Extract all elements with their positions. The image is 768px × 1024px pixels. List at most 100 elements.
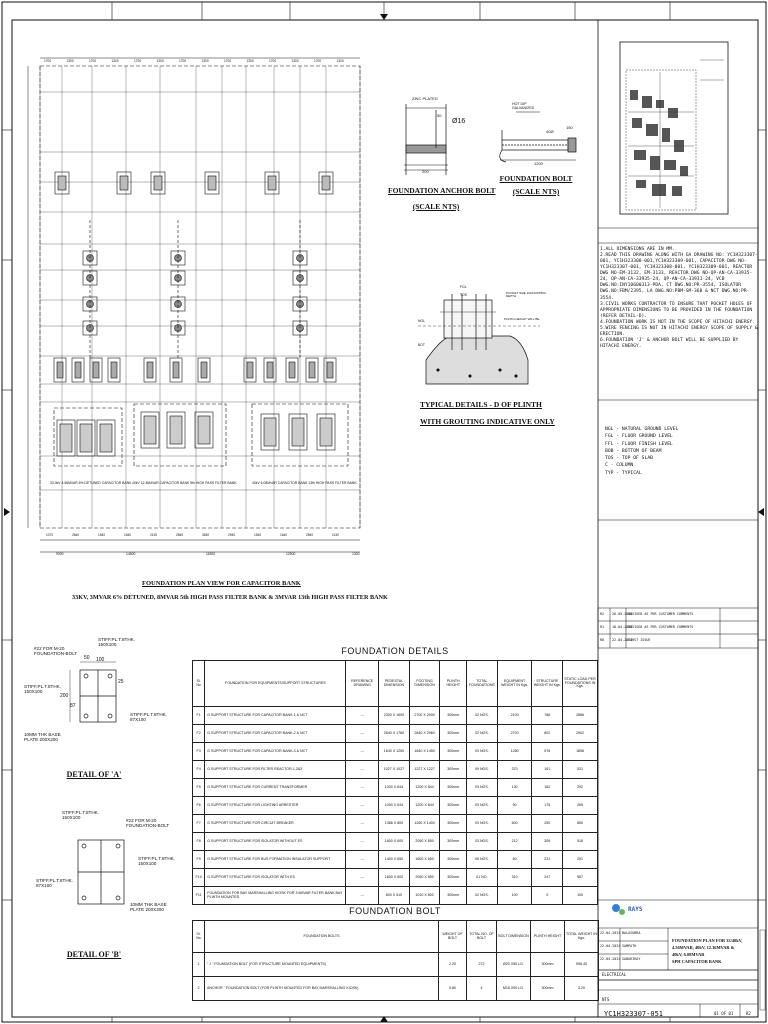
plan-foundation — [116, 171, 132, 195]
typical-plinth-detail — [418, 294, 540, 385]
foundation-bolt-table-title: FOUNDATION BOLT — [349, 906, 441, 916]
plan-foundation — [54, 171, 70, 195]
fd-cell: 03 NOS. — [466, 778, 498, 797]
plan-dim-bottom-small: 2130 — [150, 533, 158, 537]
detail-a-l4: STIFF.PL.T.8THK. 87X100 — [130, 712, 168, 723]
plan-foundation-pedestal — [56, 361, 64, 379]
fd-cell: 2300 X 1600 — [378, 706, 410, 725]
fd-cell: 802 — [531, 724, 564, 743]
plan-title-2: 33KV, 3MVAR 6% DETUNED, 8MVAR 5th HIGH P… — [72, 594, 388, 601]
detail-a-d4: 87 — [70, 703, 76, 709]
plan-capacitor-foundation — [316, 413, 336, 451]
fd-cell: 175 — [531, 796, 564, 815]
fd-cell: 1280 — [496, 742, 533, 761]
plan-dim-bottom: 11800 — [206, 552, 216, 556]
note-4: 4.FOUNDATION WORK IS NOT IN THE SCOPE OF… — [600, 319, 755, 325]
revision-desc: FIRST ISSUE — [628, 638, 651, 642]
fd-cell: G SUPPORT STRUCTURE FOR LIGHTING ARRESTE… — [204, 796, 347, 815]
plan-dim-top: 1300 — [111, 59, 119, 63]
fb-header-cell: BOLT DIMENSION — [496, 920, 531, 953]
plan-bank-outline — [133, 403, 227, 467]
fd-cell: --- — [345, 742, 380, 761]
fd-cell: 557 — [562, 868, 598, 887]
detail-a-l1: #22 FOR M-20 FOUNDATION-BOLT — [34, 646, 78, 657]
abbr-1: NGL - NATURAL GROUND LEVEL — [605, 427, 679, 432]
plan-foundation — [143, 357, 157, 383]
plan-foundation — [243, 357, 257, 383]
anchor-bolt-dim1: 50 — [437, 113, 442, 118]
fb-cell: 1 — [192, 952, 205, 977]
fb-cell: 300mm — [530, 952, 565, 977]
plan-foundation — [285, 357, 299, 383]
abbreviations: NGL - NATURAL GROUND LEVEL FGL - FLOOR G… — [605, 426, 755, 477]
fb-cell: 300mm — [530, 976, 565, 1001]
fd-cell: 300mm — [439, 706, 468, 725]
plan-foundation — [71, 357, 85, 383]
typical-lbl-tos: TOS — [460, 293, 467, 297]
fd-cell: 786 — [531, 706, 564, 725]
fb-cell: 3.20 — [564, 976, 599, 1001]
drawing-number: YC1H323307-051 — [604, 1010, 664, 1018]
fd-cell: 1400 X 650 — [378, 850, 410, 869]
fd-cell: 1640 X 1250 — [378, 742, 410, 761]
plan-capacitor-foundation — [288, 413, 308, 451]
fd-cell: G SUPPORT STRUCTURE FOR FILTER REACTOR-1… — [204, 760, 347, 779]
anchor-bolt-drawing — [404, 104, 448, 175]
fd-cell: 265 — [562, 796, 598, 815]
abbr-4: BOB - BOTTOM OF BEAM — [605, 448, 662, 454]
plan-capacitor-pedestal — [59, 423, 73, 453]
plan-foundation-pedestal — [172, 361, 180, 379]
plan-capacitor-pedestal — [197, 415, 211, 445]
fb-cell: ANCHOR " FOUNDATION BOLT (FOR PLINTH MOU… — [204, 976, 439, 1001]
plan-dim-bottom-small: 2840 — [306, 533, 314, 537]
plan-bank-outline — [251, 403, 349, 467]
plan-foundation — [89, 357, 103, 383]
fd-cell: 60 — [496, 850, 533, 869]
fd-cell: 02 NOS. — [466, 886, 498, 905]
fd-cell: 370 — [496, 760, 533, 779]
plan-dim-top: 1700 — [314, 59, 322, 63]
fd-cell: 306 — [531, 832, 564, 851]
plan-dim-bottom-small: 3630 — [202, 533, 210, 537]
plan-capacitor-foundation — [140, 411, 160, 449]
plan-bank-outline — [53, 407, 123, 467]
plan-foundation-pedestal — [308, 361, 316, 379]
fd-cell: 300mm — [439, 832, 468, 851]
table-row: 1" J " FOUNDATION BOLT (FOR STRUCTURE MO… — [192, 952, 599, 977]
plan-capacitor-foundation — [166, 411, 186, 449]
detail-b-l1: STIFF.PL.T.8THK. 150X100 — [62, 810, 100, 821]
fd-cell: --- — [345, 760, 380, 779]
fd-cell: 03 NOS. — [466, 814, 498, 833]
fd-cell: 2640 X 1760 — [378, 724, 410, 743]
fd-cell: --- — [345, 868, 380, 887]
fb-cell: " J " FOUNDATION BOLT (FOR STRUCTURE MOU… — [204, 952, 439, 977]
revision-date: 18.04.2024 — [612, 625, 633, 629]
foundation-bolt-title: FOUNDATION BOLT — [499, 174, 573, 183]
fd-cell: --- — [345, 706, 380, 725]
plan-foundation-pedestal — [92, 361, 100, 379]
plan-capacitor-foundation — [76, 419, 96, 457]
fd-cell: 291 — [562, 850, 598, 869]
plan-capacitor-foundation — [194, 411, 214, 449]
fd-cell: 300mm — [439, 850, 468, 869]
plan-foundation-pedestal — [207, 175, 217, 191]
plan-foundation-pedestal — [267, 175, 277, 191]
plan-foundation — [169, 357, 183, 383]
fd-cell: 2886 — [562, 706, 598, 725]
typical-title-1: TYPICAL DETAILS - D OF PLINTH — [420, 400, 542, 409]
plan-capacitor-foundation — [260, 413, 280, 451]
plan-dim-bottom: 14500 — [126, 552, 136, 556]
fd-cell: 300mm — [439, 814, 468, 833]
fd-cell: 161 — [531, 760, 564, 779]
fd-cell: G SUPPORT STRUCTURE FOR CURRENT TRANSFOR… — [204, 778, 347, 797]
fd-cell: 130 — [496, 778, 533, 797]
fd-cell: 2050 X 850 — [408, 868, 441, 887]
plan-capacitor-pedestal — [291, 417, 305, 447]
fd-cell: F6 — [191, 796, 206, 815]
